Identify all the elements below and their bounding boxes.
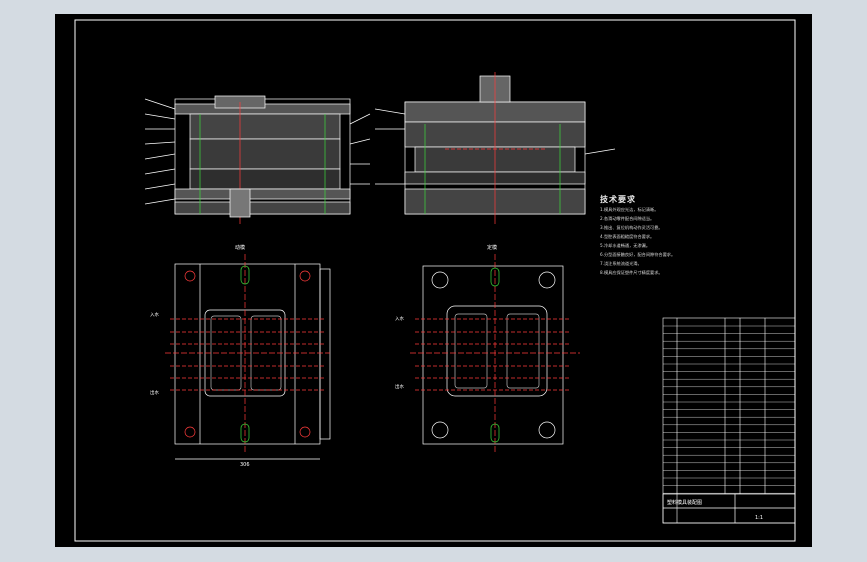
requirement-line: 1.模具外观应光洁，标记清晰。 bbox=[600, 207, 659, 212]
outlet-label-left: 出水 bbox=[150, 389, 159, 396]
section-view-right bbox=[374, 72, 616, 224]
plan-right-label: 定模 bbox=[487, 244, 497, 251]
assembly-drawing: 塑料模具装配图 1:1 动模 定模 入水 出水 入水 出水 306 bbox=[74, 19, 796, 542]
requirement-line: 3.推出、复位机构动作灵活可靠。 bbox=[600, 225, 663, 230]
outlet-label-right: 出水 bbox=[395, 383, 404, 390]
technical-requirements-title: 技术要求 bbox=[600, 195, 636, 204]
section-view-left bbox=[144, 95, 371, 224]
plan-left-label: 动模 bbox=[235, 244, 245, 251]
requirement-line: 4.型腔表面粗糙度符合要求。 bbox=[600, 234, 655, 239]
plan-view-right bbox=[410, 254, 580, 454]
requirement-line: 2.各滑动零件配合间隙适当。 bbox=[600, 216, 655, 221]
requirement-line: 7.浇注系统流道光滑。 bbox=[600, 261, 642, 266]
plan-view-left bbox=[165, 254, 331, 460]
inlet-label-left: 入水 bbox=[150, 311, 159, 318]
requirement-line: 5.冷却水道畅通，无渗漏。 bbox=[600, 243, 651, 248]
requirement-line: 8.模具应保证塑件尺寸精度要求。 bbox=[600, 270, 663, 275]
dimension-label: 306 bbox=[240, 462, 250, 468]
inlet-label-right: 入水 bbox=[395, 315, 404, 322]
outer-frame bbox=[74, 19, 796, 542]
parts-list-rows bbox=[663, 325, 795, 494]
title-block bbox=[662, 493, 796, 524]
title-block-title: 塑料模具装配图 bbox=[667, 499, 702, 506]
drawing-canvas[interactable]: 塑料模具装配图 1:1 动模 定模 入水 出水 入水 出水 306 技术要求 1… bbox=[55, 14, 812, 547]
requirement-line: 6.分型面接触良好，配合间隙符合要求。 bbox=[600, 252, 676, 257]
title-block-scale: 1:1 bbox=[755, 515, 763, 521]
